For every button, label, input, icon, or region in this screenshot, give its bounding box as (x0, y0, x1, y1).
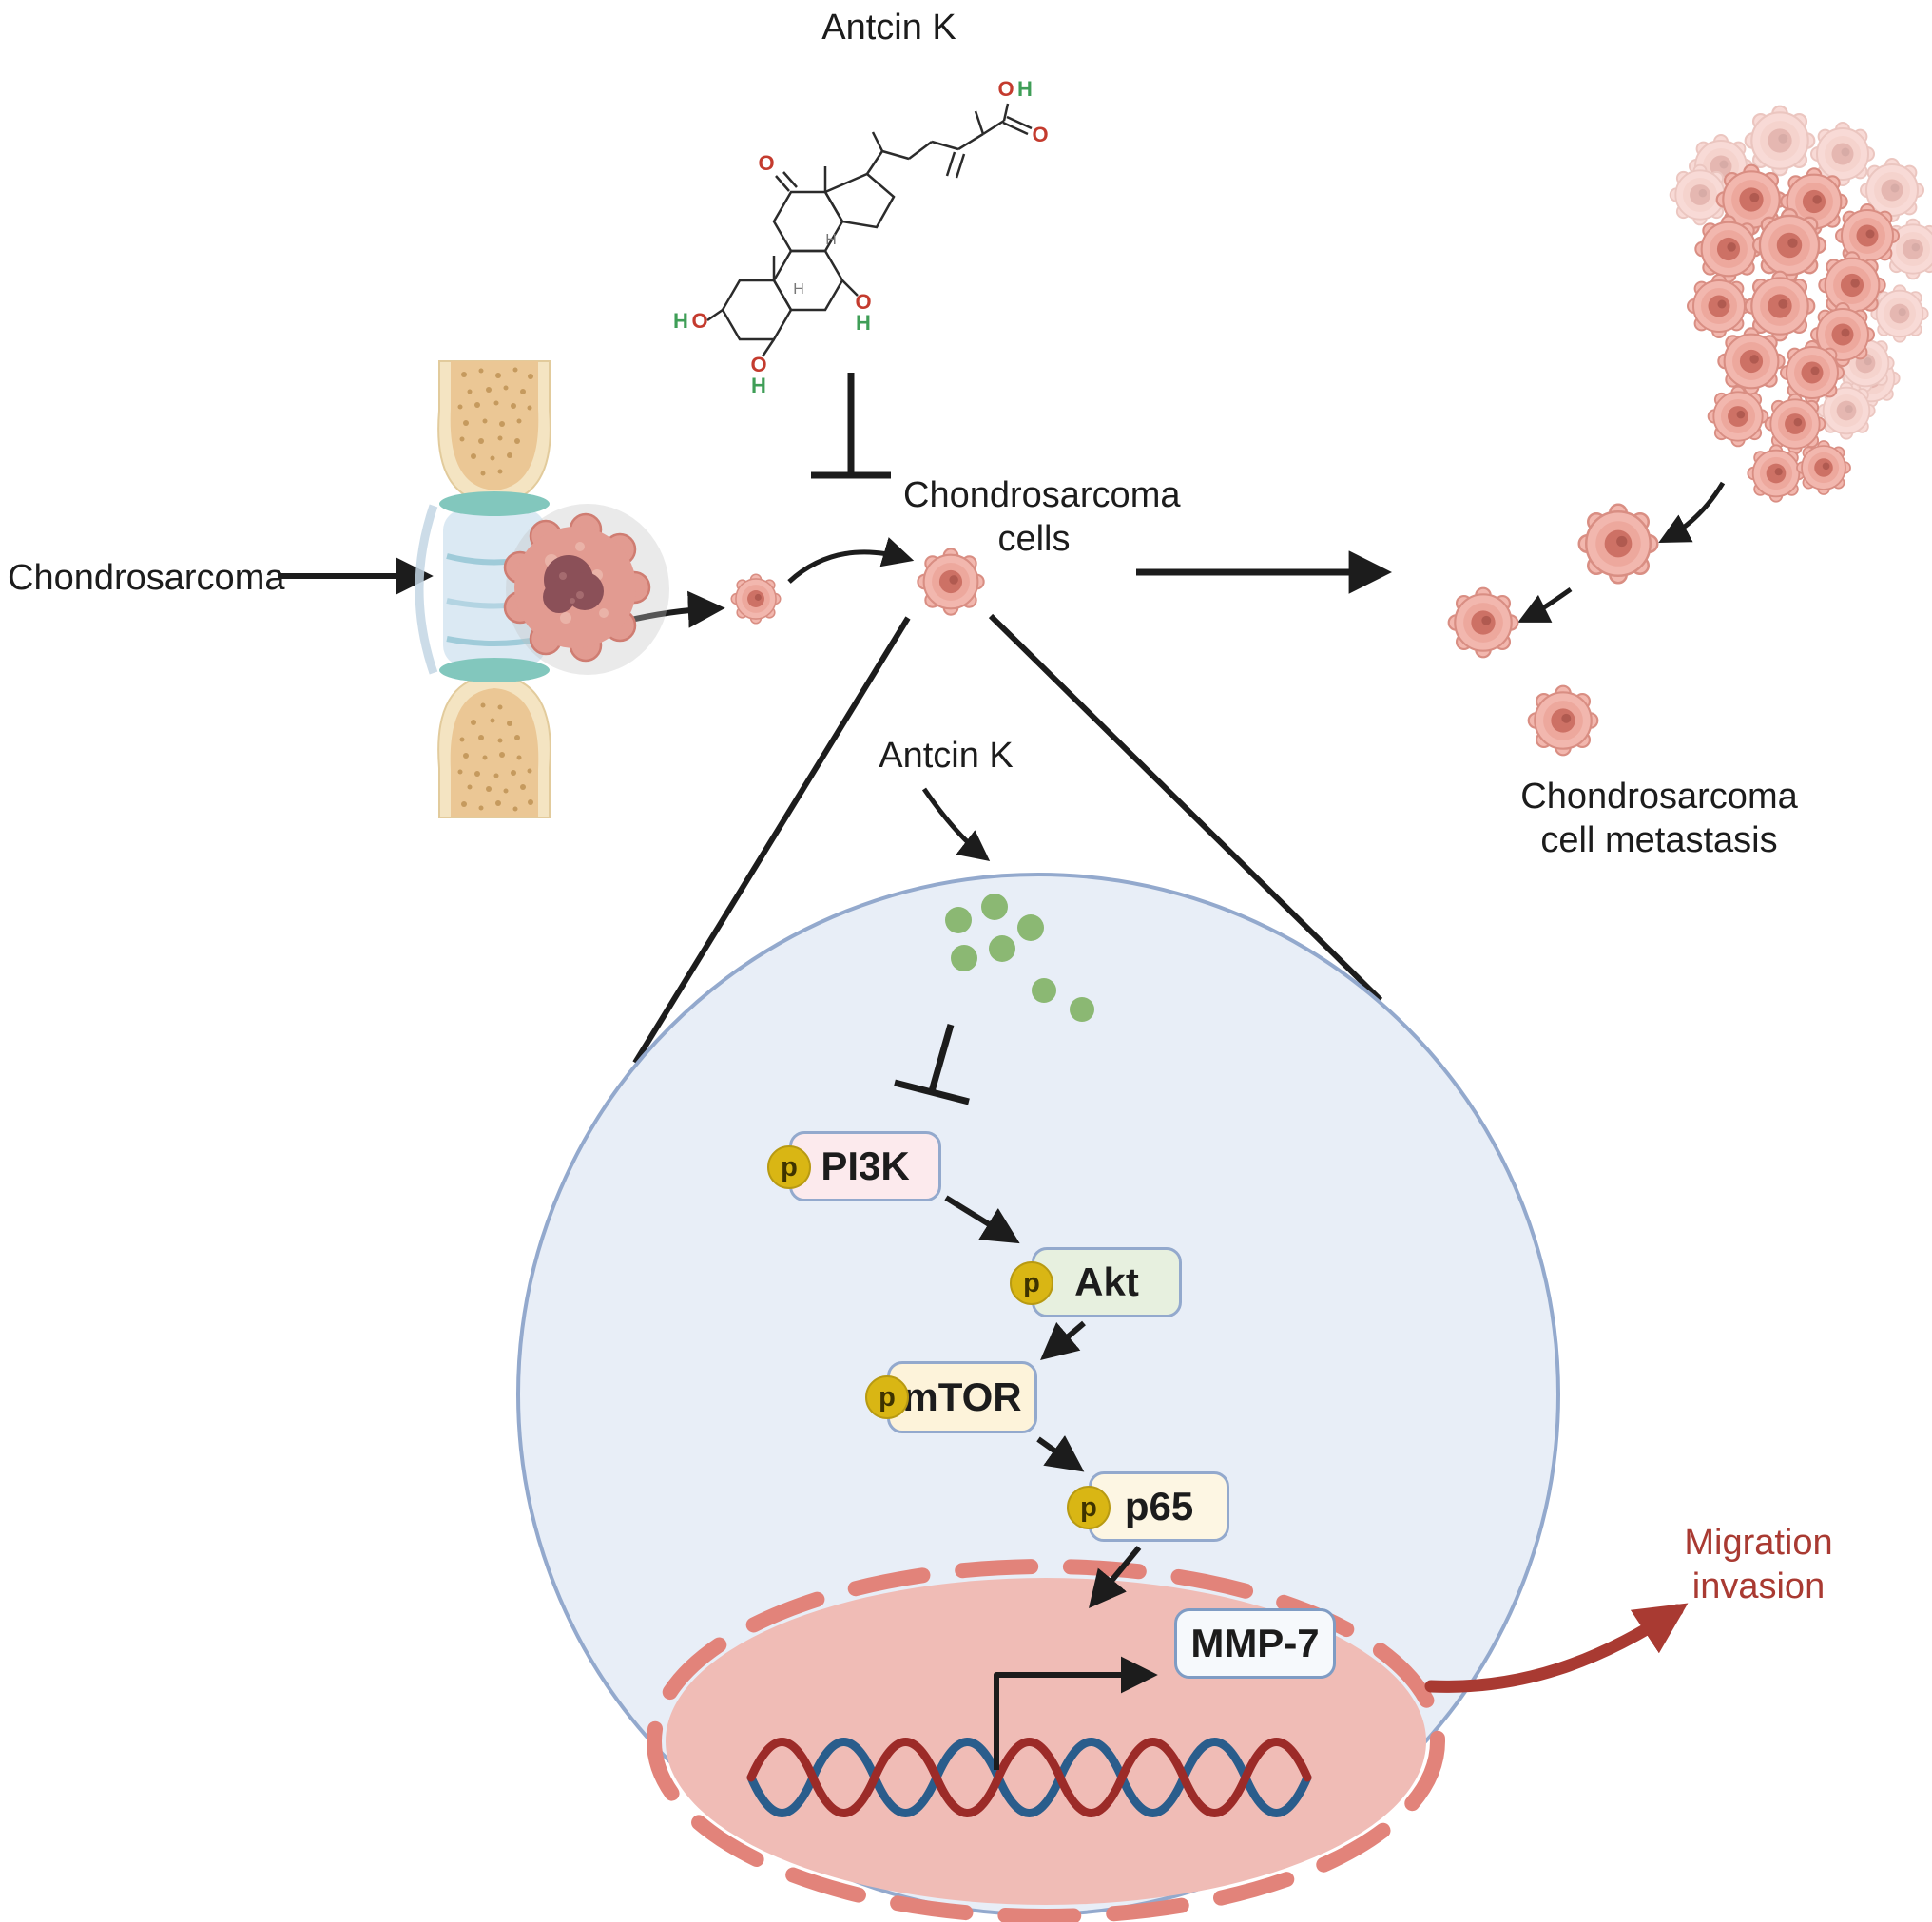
bone-speckles (457, 367, 533, 476)
ketone-o: O (758, 151, 774, 175)
scene-arrows (278, 373, 1726, 628)
antcin-k-inner-label: Antcin K (879, 736, 1014, 776)
joint-illustration (415, 360, 669, 818)
antcin-k-dots (945, 894, 1094, 1022)
ring-a (721, 279, 793, 341)
node-akt-label: Akt (1074, 1259, 1139, 1304)
node-mtor-label: mTOR (902, 1374, 1022, 1419)
atom-labels: O O O H H O O H O H (673, 77, 1049, 397)
oh-right-h: H (856, 311, 871, 335)
ring-b (772, 249, 844, 312)
antcin-k-structure: O O O H H O O H O H H H (673, 77, 1049, 397)
antcin-k-title: Antcin K (821, 8, 956, 48)
svg-text:H: H (825, 232, 837, 248)
ho-o: O (691, 309, 707, 333)
pathway-arrows (894, 787, 1142, 1609)
nuclear-envelope (647, 1559, 1445, 1922)
stereo-h-labels: H H (793, 232, 837, 298)
node-pi3k: p PI3K (767, 1131, 941, 1201)
scattered-metastatic-cells (1447, 503, 1659, 757)
node-mtor: p mTOR (865, 1361, 1037, 1433)
metastasis-label: Chondrosarcoma cell metastasis (1520, 777, 1798, 861)
joint-capsule (415, 504, 438, 675)
arrow-akt-mtor (1040, 1320, 1086, 1361)
node-mmp7: MMP-7 (1174, 1608, 1336, 1679)
carboxyl-oh-o: O (997, 77, 1014, 101)
arrow-cell-cell (787, 537, 915, 584)
arrow-pi3k-akt (944, 1195, 1020, 1244)
arrow-p65-nucleus (1089, 1546, 1142, 1609)
antcin-entry-arrow (921, 787, 991, 861)
node-mmp7-label: MMP-7 (1190, 1621, 1320, 1665)
upper-bone (437, 360, 551, 516)
ho-h: H (673, 309, 688, 333)
oh-bottom-o: O (750, 353, 766, 376)
oh-bottom-h: H (751, 374, 766, 397)
svg-text:H: H (793, 281, 804, 298)
lower-cartilage (439, 658, 550, 682)
chondrosarcoma-cells-label: Chondrosarcoma cells (903, 475, 1181, 560)
inhibition-bar-inner (894, 1024, 970, 1105)
node-akt: p Akt (1010, 1247, 1182, 1317)
phospho-badge-akt: p (1010, 1261, 1053, 1305)
upper-cartilage (439, 491, 550, 516)
inhibition-bar-top (811, 373, 891, 479)
phospho-badge-p65: p (1067, 1486, 1111, 1529)
oh-right-o: O (855, 290, 871, 314)
arrow-cluster-cell1 (1658, 481, 1726, 544)
migration-arrow (1424, 1603, 1689, 1693)
carboxyl-o: O (1032, 123, 1048, 146)
dna-helix (746, 1738, 1312, 1817)
migration-invasion-label: Migration invasion (1684, 1523, 1833, 1607)
arrow-mtor-p65 (1036, 1434, 1085, 1472)
node-p65: p p65 (1067, 1471, 1229, 1542)
cell-small (730, 573, 782, 625)
node-pi3k-label: PI3K (821, 1144, 910, 1188)
phospho-badge-pi3k: p (767, 1145, 811, 1189)
tumor (503, 504, 669, 675)
zoom-lines (632, 613, 1383, 1065)
phospho-badge-mtor: p (865, 1375, 909, 1419)
bone-speckles (457, 702, 533, 812)
ring-d (823, 172, 896, 229)
chondrosarcoma-label: Chondrosarcoma (8, 558, 285, 598)
joint-space (443, 509, 546, 666)
carboxyl-oh-h: H (1017, 77, 1033, 101)
metastasis-cluster (1669, 105, 1932, 503)
lower-bone (437, 658, 551, 818)
transcription-arrow (994, 1656, 1158, 1770)
arrow-cell1-cell2 (1517, 586, 1573, 623)
node-p65-label: p65 (1124, 1484, 1194, 1528)
